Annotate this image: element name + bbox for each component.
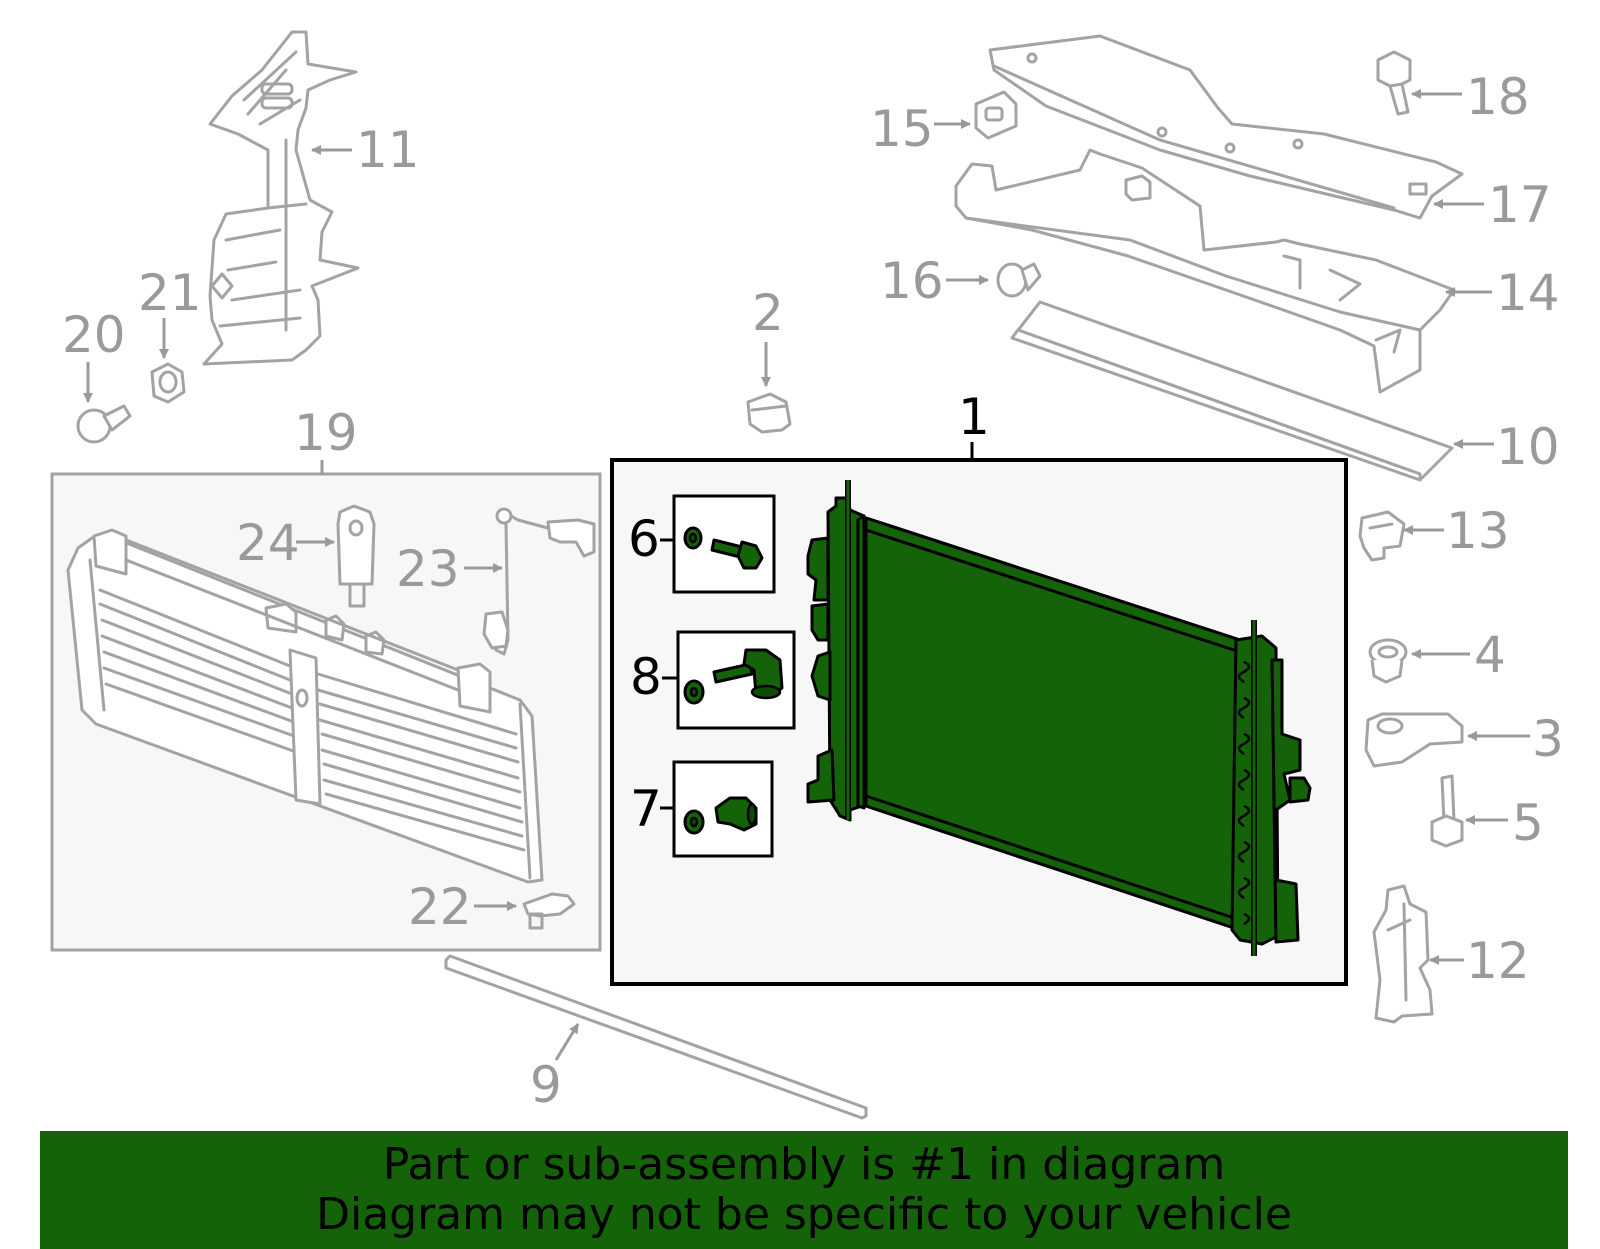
callout-12: 12 [1466,932,1530,990]
callout-5: 5 [1512,794,1544,852]
callout-15: 15 [870,100,934,158]
banner-line-1: Part or sub-assembly is #1 in diagram [382,1139,1226,1190]
callout-9: 9 [530,1056,562,1114]
callout-8: 8 [630,648,662,706]
part-12-side-baffle[interactable] [1372,884,1434,1024]
part-16-push-pin[interactable] [996,262,1042,298]
callout-18: 18 [1466,68,1530,126]
callout-21: 21 [138,264,202,322]
part-20-push-pin[interactable] [76,404,132,444]
part-3-bracket[interactable] [1364,712,1464,768]
part-23-actuator-harness[interactable] [482,507,596,656]
callout-17: 17 [1488,176,1552,234]
part-21-nut[interactable] [150,362,186,404]
part-5-bolt[interactable] [1430,774,1464,848]
callout-23: 23 [396,540,460,598]
callout-14: 14 [1496,264,1560,322]
callout-7: 7 [630,780,662,838]
callout-24: 24 [236,514,300,572]
shutter-frame[interactable] [66,528,544,884]
part-17-upper-baffle[interactable] [988,34,1464,220]
part-7-plug [683,796,758,835]
callout-16: 16 [880,252,944,310]
part-4-isolator[interactable] [1368,638,1408,684]
part-18-bolt[interactable] [1376,50,1412,116]
part-22-clip[interactable] [522,892,576,930]
part-14-lower-baffle[interactable] [954,148,1456,394]
callout-22: 22 [408,878,472,936]
callout-10: 10 [1496,418,1560,476]
part-10-lower-seal[interactable] [1010,300,1454,482]
banner-line-2: Diagram may not be specific to your vehi… [316,1189,1292,1240]
part-24-sensor[interactable] [336,504,376,608]
callout-6: 6 [628,510,660,568]
part-15-clip[interactable] [974,90,1018,140]
part-2-radiator-cap[interactable] [746,392,792,434]
part-9-seal-strip[interactable] [444,954,868,1120]
part-6-bolt [683,526,764,570]
callout-11: 11 [356,121,420,179]
radiator-core[interactable] [806,480,1312,956]
callout-20: 20 [62,306,126,364]
part-13-bracket[interactable] [1358,510,1406,562]
part-11-deflector-bracket[interactable] [202,30,360,366]
callout-3: 3 [1532,710,1564,768]
callout-13: 13 [1446,502,1510,560]
callout-1: 1 [958,388,990,446]
callout-2: 2 [752,284,784,342]
arrow-9 [554,1023,580,1061]
callout-4: 4 [1474,626,1506,684]
callout-19: 19 [294,404,358,462]
part-8-drain-plug [683,648,784,705]
notice-banner: Part or sub-assembly is #1 in diagram Di… [40,1131,1568,1249]
